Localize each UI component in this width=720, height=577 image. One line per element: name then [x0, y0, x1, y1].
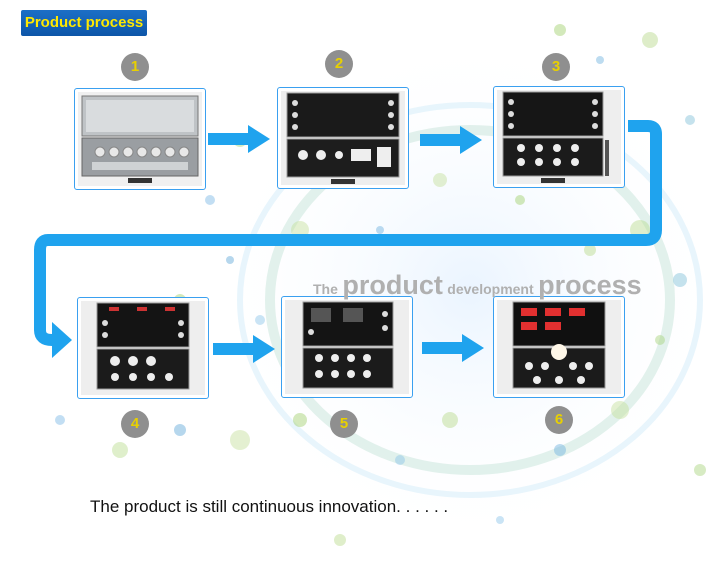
step-photo-2 — [277, 87, 409, 189]
arrow-right-icon — [213, 335, 275, 363]
step-number-1: 1 — [121, 53, 149, 81]
step-number-2: 2 — [325, 50, 353, 78]
case-open-image — [497, 300, 621, 394]
arrow-right-icon — [420, 126, 482, 154]
footer-text: The product is still continuous innovati… — [90, 497, 449, 516]
step-photo-1 — [74, 88, 206, 190]
case-open-image — [81, 301, 205, 395]
header-title: Product process — [21, 10, 147, 36]
case-open-image — [285, 300, 409, 394]
watermark-word: product — [342, 270, 443, 300]
arrow-right-icon — [422, 334, 484, 362]
step-number-5: 5 — [330, 410, 358, 438]
step-photo-4 — [77, 297, 209, 399]
case-open-image — [281, 91, 405, 185]
arrow-right-icon — [208, 125, 270, 153]
step-number-6: 6 — [545, 406, 573, 434]
watermark-word: The — [313, 281, 338, 297]
case-open-image — [497, 90, 621, 184]
step-number-3: 3 — [542, 53, 570, 81]
step-photo-6 — [493, 296, 625, 398]
case-open-image — [78, 92, 202, 186]
step-photo-3 — [493, 86, 625, 188]
watermark-word: process — [538, 270, 642, 300]
watermark-word: development — [447, 281, 534, 297]
step-photo-5 — [281, 296, 413, 398]
watermark-text: The product development process — [313, 270, 642, 301]
step-number-4: 4 — [121, 410, 149, 438]
